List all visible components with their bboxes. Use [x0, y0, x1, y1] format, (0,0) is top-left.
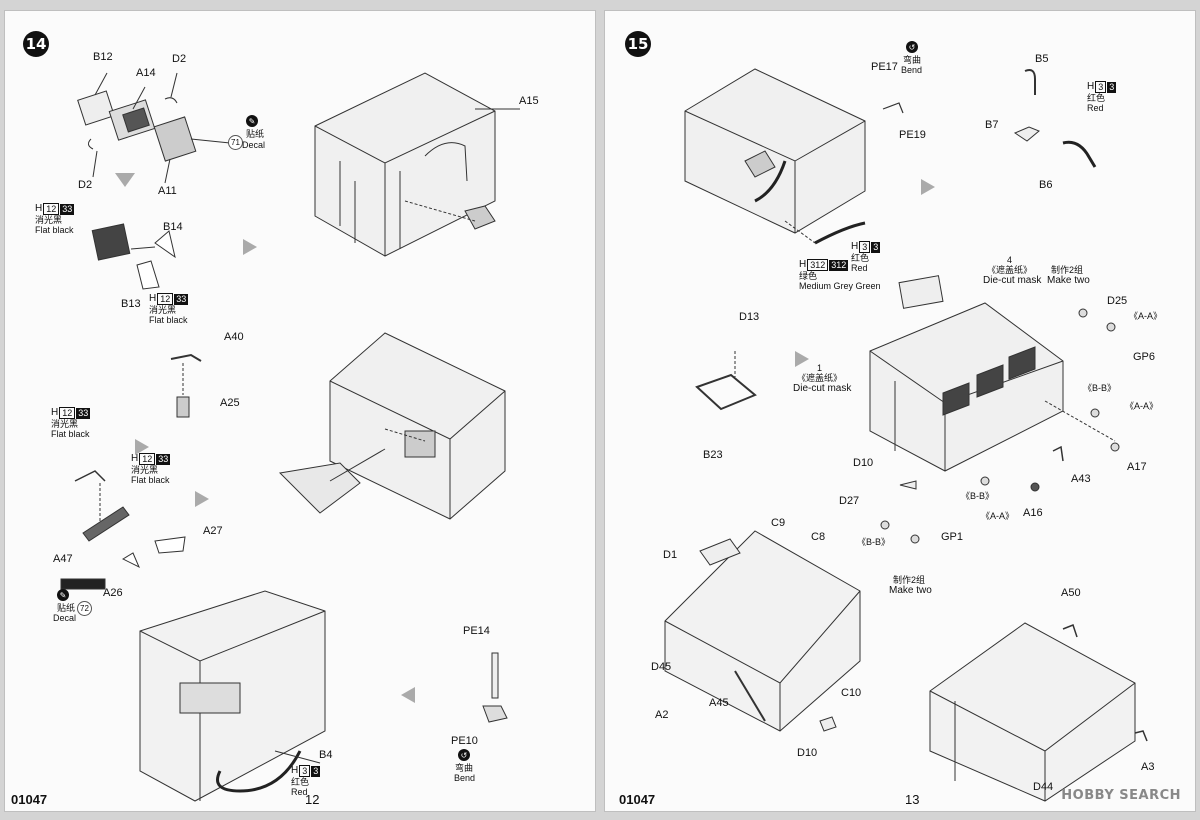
part-label-c8: C8	[811, 531, 826, 543]
part-label-d10-top: D10	[853, 457, 874, 469]
step14-drawings	[60, 72, 520, 802]
part-label-a16: A16	[1023, 507, 1043, 519]
part-label-b7: B7	[985, 119, 999, 131]
part-label-pe14: PE14	[463, 625, 490, 637]
part-label-gp6: GP6	[1133, 351, 1156, 363]
make-two-en-2: Make two	[889, 585, 932, 596]
part-label-b13: B13	[121, 298, 141, 310]
make-two-cn: 制作2组	[1051, 265, 1084, 275]
bend-en: Bend	[901, 65, 923, 75]
step-number-badge: 14	[23, 31, 49, 57]
bend-icon: ↺	[906, 41, 918, 53]
bend-icon: ↺	[458, 749, 470, 761]
part-label-a27: A27	[203, 525, 223, 537]
section-aa-2: 《A-A》	[1125, 401, 1159, 411]
part-label-b4: B4	[319, 749, 333, 761]
page-number: 13	[905, 792, 920, 807]
part-label-b14: B14	[163, 221, 183, 233]
part-label-a50: A50	[1061, 587, 1081, 599]
part-label-a43: A43	[1071, 473, 1091, 485]
part-label-a17: A17	[1127, 461, 1147, 473]
decal-number-71: 71	[228, 135, 243, 150]
step15-drawings	[664, 68, 1148, 802]
mask-number-4: 4	[1007, 255, 1013, 265]
part-label-b12: B12	[93, 51, 113, 63]
decal-icon: ✎	[57, 589, 69, 601]
part-label-d10-bottom: D10	[797, 747, 818, 759]
kit-code: 01047	[619, 792, 656, 807]
part-label-d45: D45	[651, 661, 672, 673]
kit-code: 01047	[11, 792, 48, 807]
section-bb-2: 《B-B》	[961, 491, 995, 501]
make-two-en: Make two	[1047, 275, 1090, 286]
bend-cn: 弯曲	[903, 55, 922, 65]
part-label-a26: A26	[103, 587, 123, 599]
mask-en-4: Die-cut mask	[983, 275, 1042, 286]
part-label-a45: A45	[709, 697, 729, 709]
decal-en-71: Decal	[242, 140, 266, 150]
part-label-c9: C9	[771, 517, 786, 529]
decal-cn-72: 贴纸	[57, 603, 76, 613]
decal-icon: ✎	[246, 115, 258, 127]
section-bb-3: 《B-B》	[857, 537, 891, 547]
part-label-d27: D27	[839, 495, 860, 507]
part-label-c10: C10	[841, 687, 862, 699]
part-label-d2-bottom: D2	[78, 179, 93, 191]
section-aa-1: 《A-A》	[1129, 311, 1163, 321]
bend-en: Bend	[454, 773, 476, 783]
part-label-gp1: GP1	[941, 531, 964, 543]
part-label-pe10: PE10	[451, 735, 478, 747]
part-label-b5: B5	[1035, 53, 1049, 65]
part-label-a2: A2	[655, 709, 669, 721]
bend-cn: 弯曲	[455, 763, 474, 773]
decal-en-72: Decal	[53, 613, 77, 623]
part-label-a25: A25	[220, 397, 240, 409]
page-number: 12	[305, 792, 320, 807]
part-label-d13: D13	[739, 311, 760, 323]
part-label-d1: D1	[663, 549, 678, 561]
instruction-page-left: 14 B12 A14 D2 D2 A11 71 ✎ 贴纸 Decal A15 H…	[4, 10, 596, 812]
mask-en-1: Die-cut mask	[793, 383, 852, 394]
part-label-d44: D44	[1033, 781, 1054, 793]
mask-cn-1: 《遮盖纸》	[797, 373, 843, 383]
mask-cn-4: 《遮盖纸》	[987, 265, 1033, 275]
part-label-d2-top: D2	[172, 53, 187, 65]
section-bb-1: 《B-B》	[1083, 383, 1117, 393]
part-label-a47: A47	[53, 553, 73, 565]
step-number-badge: 15	[625, 31, 651, 57]
watermark-logo: HOBBY SEARCH	[1061, 788, 1181, 803]
mask-number-1: 1	[817, 363, 823, 373]
part-label-b23: B23	[703, 449, 723, 461]
make-two-cn-2: 制作2组	[893, 575, 926, 585]
part-label-a40: A40	[224, 331, 244, 343]
part-label-pe19: PE19	[899, 129, 926, 141]
part-label-d25: D25	[1107, 295, 1128, 307]
section-aa-3: 《A-A》	[981, 511, 1015, 521]
decal-number-72: 72	[77, 601, 92, 616]
decal-cn-71: 贴纸	[246, 129, 265, 139]
part-label-pe17: PE17	[871, 61, 898, 73]
part-label-a15: A15	[519, 95, 539, 107]
part-label-b6: B6	[1039, 179, 1053, 191]
part-label-a3: A3	[1141, 761, 1155, 773]
part-label-a14: A14	[136, 67, 156, 79]
part-label-a11: A11	[158, 185, 177, 197]
